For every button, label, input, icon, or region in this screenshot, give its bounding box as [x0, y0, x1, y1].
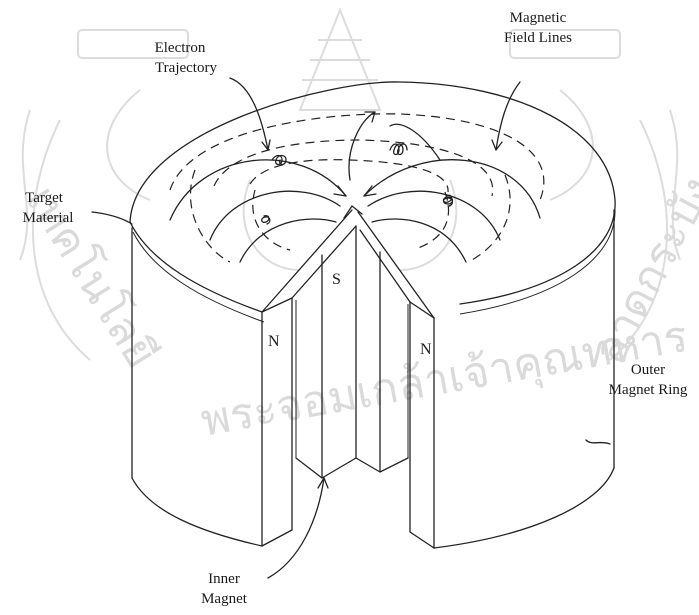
label-inner-magnet: Inner Magnet: [201, 571, 248, 607]
target-thickness-left: [133, 232, 264, 322]
label-magnetic-field-lines-line2: Field Lines: [504, 30, 572, 46]
pole-north-left: N: [268, 333, 280, 350]
label-electron-trajectory-line2: Trajectory: [155, 60, 217, 76]
label-inner-magnet-line1: Inner: [208, 571, 240, 587]
field-arc-arrows: [170, 112, 540, 262]
target-thickness-right: [460, 210, 615, 314]
label-outer-magnet-ring-line1: Outer: [631, 362, 665, 378]
cylinder-bottom-right: [434, 468, 614, 548]
label-target-material-line1: Target: [25, 190, 64, 206]
label-outer-magnet-ring-line2: Magnet Ring: [609, 382, 688, 398]
electron-helix-center: [390, 144, 407, 155]
label-magnetic-field-lines-line1: Magnetic: [510, 10, 567, 26]
target-rim-front-left: [130, 222, 262, 312]
label-target-material-line2: Material: [23, 210, 74, 226]
electron-trajectories: [262, 144, 453, 224]
pole-south-inner: S: [332, 271, 341, 288]
university-seal-watermark: พระจอมเกล้าเจ้าคุณทหาร เทคโนโลยี ลาดกระบ…: [16, 10, 699, 448]
magnetic-field-lines: [170, 114, 544, 262]
outer-magnet-ring: [130, 82, 615, 548]
electron-helix-left-low: [262, 216, 270, 224]
label-magnetic-field-lines: Magnetic Field Lines: [504, 10, 572, 46]
label-electron-trajectory-line1: Electron: [155, 40, 206, 56]
cylinder-bottom-left: [132, 478, 262, 546]
label-inner-magnet-line2: Magnet: [201, 591, 248, 607]
pole-north-right: N: [420, 341, 432, 358]
left-inner-face-top: [262, 210, 352, 312]
